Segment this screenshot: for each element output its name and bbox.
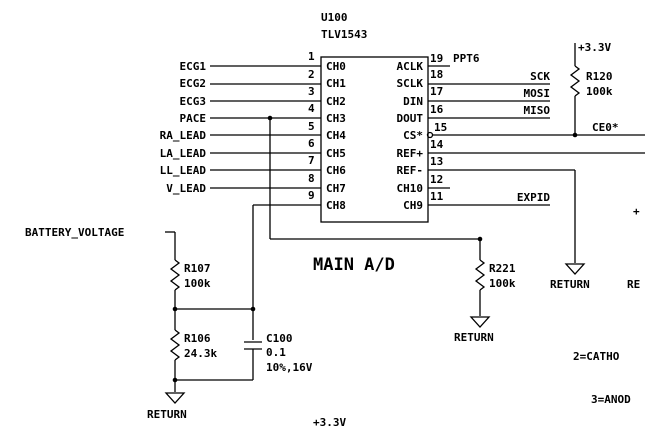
net-ecg1: ECG1 [180, 60, 207, 73]
r107-ref: R107 [184, 262, 211, 275]
pin-num-3: 3 [308, 85, 315, 98]
chip-ref: U100 [321, 11, 348, 24]
pin-num-14: 14 [430, 138, 444, 151]
net-ppt6: PPT6 [453, 52, 480, 65]
pin-name-dout: DOUT [397, 112, 424, 125]
pin-num-11: 11 [430, 190, 444, 203]
pin-name-ref-plus: REF+ [397, 147, 424, 160]
pin-num-15: 15 [434, 121, 447, 134]
pace-tap-wire [267, 115, 483, 260]
pin-name-ch0: CH0 [326, 60, 346, 73]
ref-minus-return-label: RETURN [550, 278, 590, 291]
pin-num-1: 1 [308, 50, 315, 63]
pin-num-2: 2 [308, 68, 315, 81]
net-expid: EXPID [517, 191, 550, 204]
divider-return-symbol [164, 392, 186, 404]
net-la-lead: LA_LEAD [160, 147, 207, 160]
r107-resistor [169, 259, 181, 291]
pin-name-ch9: CH9 [403, 199, 423, 212]
net-v-lead: V_LEAD [166, 182, 206, 195]
chip-part: TLV1543 [321, 28, 367, 41]
block-title: MAIN A/D [313, 255, 395, 275]
net-ll-lead: LL_LEAD [160, 164, 207, 177]
c100-rating: 10%,16V [266, 361, 313, 374]
net-ecg2: ECG2 [180, 77, 207, 90]
pin-num-4: 4 [308, 102, 315, 115]
net-ce0: CE0* [592, 121, 619, 134]
edge-anode: 3=ANOD [591, 393, 631, 406]
edge-cathode: 2=CATHO [573, 350, 620, 363]
pin-num-5: 5 [308, 120, 315, 133]
c100-ref: C100 [266, 332, 293, 345]
r107-value: 100k [184, 277, 211, 290]
pin-num-18: 18 [430, 68, 443, 81]
divider-bottom-dot [172, 377, 178, 383]
pin-num-17: 17 [430, 85, 443, 98]
battery-net: BATTERY_VOLTAGE [25, 226, 124, 239]
divider-node-dot-right [250, 306, 256, 312]
c100-value: 0.1 [266, 346, 286, 359]
divider-return-label: RETURN [147, 408, 187, 421]
net-mosi: MOSI [524, 87, 551, 100]
pin-num-16: 16 [430, 103, 444, 116]
r106-resistor [169, 329, 181, 361]
supply-label: +3.3V [578, 41, 611, 54]
r120-ref: R120 [586, 70, 613, 83]
r120-junction [572, 132, 578, 138]
net-ecg3: ECG3 [180, 95, 207, 108]
ref-minus-return-symbol [564, 263, 586, 275]
pin-name-ch1: CH1 [326, 77, 346, 90]
supply-bottom-label: +3.3V [313, 416, 346, 426]
pin-name-ch4: CH4 [326, 129, 346, 142]
r221-return-label: RETURN [454, 331, 494, 344]
pin-num-13: 13 [430, 155, 443, 168]
chip-body [320, 56, 429, 223]
pin-num-8: 8 [308, 172, 315, 185]
right-pins: 19 18 17 16 15 14 13 12 11 ACLK SCLK DIN… [397, 52, 645, 212]
edge-return-partial: RE [627, 278, 640, 291]
left-pins: 1 2 3 4 5 6 7 8 9 CH0 CH1 CH2 CH3 CH4 CH… [160, 50, 347, 212]
pin-num-6: 6 [308, 137, 315, 150]
r221-value: 100k [489, 277, 516, 290]
net-miso: MISO [524, 104, 551, 117]
net-ra-lead: RA_LEAD [160, 129, 207, 142]
pin-name-ch5: CH5 [326, 147, 346, 160]
pin-num-7: 7 [308, 154, 315, 167]
r120-value: 100k [586, 85, 613, 98]
pin-name-cs: CS* [403, 129, 423, 142]
pin-name-ch6: CH6 [326, 164, 346, 177]
pin-num-12: 12 [430, 173, 443, 186]
pin-name-ch7: CH7 [326, 182, 346, 195]
edge-plus: + [633, 205, 640, 218]
pin-name-sclk: SCLK [397, 77, 424, 90]
r106-ref: R106 [184, 332, 211, 345]
pin-name-ch10: CH10 [397, 182, 424, 195]
r221-resistor [474, 259, 486, 291]
r120-resistor [569, 65, 581, 97]
pin-num-9: 9 [308, 189, 315, 202]
r221-return-symbol [469, 316, 491, 328]
pin-name-ch3: CH3 [326, 112, 346, 125]
pin-name-ch8: CH8 [326, 199, 346, 212]
pin-name-ref-minus: REF- [397, 164, 424, 177]
cs-inversion-bubble [426, 131, 434, 139]
pin-name-aclk: ACLK [397, 60, 424, 73]
pin-name-din: DIN [403, 95, 423, 108]
net-sck: SCK [530, 70, 550, 83]
pin-num-19: 19 [430, 52, 443, 65]
pin-name-ch2: CH2 [326, 95, 346, 108]
net-pace: PACE [180, 112, 207, 125]
r221-ref: R221 [489, 262, 516, 275]
r106-value: 24.3k [184, 347, 217, 360]
